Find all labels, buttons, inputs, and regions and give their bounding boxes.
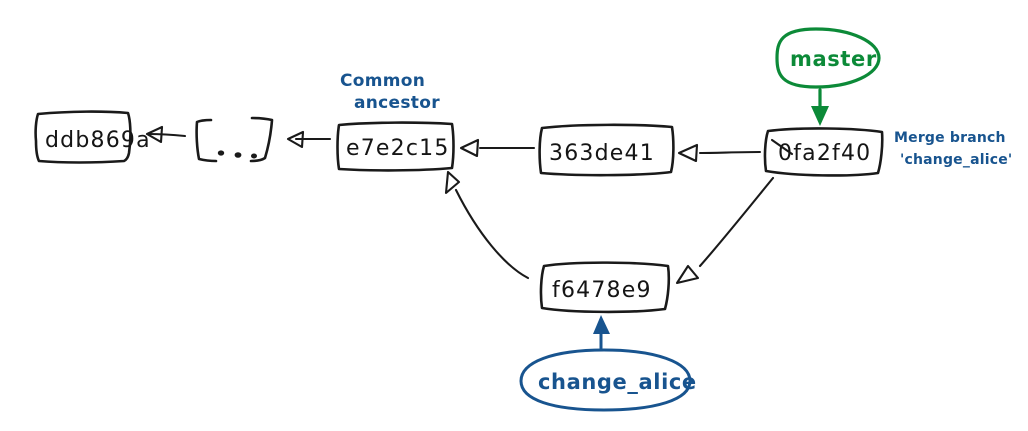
- commit-node-f6478e9[interactable]: f6478e9: [539, 261, 671, 314]
- branch-badge-change-alice[interactable]: change_alice: [519, 315, 697, 412]
- commit-sha-label: e7e2c15: [346, 136, 450, 161]
- edge-line: [698, 150, 762, 155]
- edge-f6478e9-to-e7e2c15: [444, 170, 530, 280]
- annotation-common-ancestor: Common ancestor: [340, 71, 440, 113]
- annotation-merge-message: Merge branch 'change_alice': [894, 130, 1012, 168]
- commit-sha-label: 0fa2f40: [778, 141, 871, 166]
- commit-node-363de41[interactable]: 363de41: [538, 123, 675, 177]
- commit-node-ddb869a[interactable]: ddb869a: [34, 110, 151, 164]
- commit-node-ellipsis: [ ... ]: [195, 116, 274, 163]
- edge-arrowhead: [145, 125, 164, 144]
- edge-arrowhead: [459, 138, 480, 158]
- edge-line: [146, 132, 187, 138]
- edge-arrowhead: [677, 143, 699, 163]
- common-ancestor-line2: ancestor: [354, 93, 440, 113]
- edge-arrowhead: [444, 170, 461, 195]
- commit-box-outline: [539, 261, 671, 314]
- bracket-left: [195, 118, 218, 163]
- change-alice-badge-ellipse: [519, 348, 692, 412]
- change-alice-badge-label: change_alice: [538, 370, 697, 394]
- ellipsis-dot-2: [234, 152, 242, 158]
- ellipsis-dot-1: [217, 150, 225, 156]
- merge-message-line1: Merge branch: [894, 130, 1006, 146]
- commit-sha-label: ddb869a: [45, 128, 151, 153]
- commit-sha-label: 363de41: [549, 141, 655, 166]
- commit-box-outline: [34, 110, 132, 164]
- commit-box-outline: [538, 123, 675, 177]
- commit-node-0fa2f40[interactable]: 0fa2f40: [763, 127, 884, 177]
- commit-box-outline: [336, 121, 455, 172]
- edge-0fa2f40-to-363de41: [677, 143, 762, 163]
- master-badge-label: master: [790, 47, 877, 71]
- zero-slash: [770, 138, 794, 156]
- edge-e7e2c15-to-ellipsis: [286, 130, 332, 149]
- change-alice-arrow-head: [593, 315, 610, 334]
- edge-363de41-to-e7e2c15: [459, 138, 536, 158]
- edge-line: [454, 188, 530, 280]
- edge-0fa2f40-to-f6478e9: [675, 176, 775, 285]
- edge-arrowhead: [286, 130, 305, 149]
- edge-line: [698, 176, 775, 268]
- branch-badge-master[interactable]: master: [775, 27, 881, 126]
- merge-message-line2: 'change_alice': [900, 152, 1012, 168]
- bracket-right: [249, 116, 274, 163]
- master-badge-ellipse: [775, 27, 881, 89]
- edge-arrowhead: [675, 264, 700, 285]
- common-ancestor-line1: Common: [340, 71, 425, 91]
- commit-sha-label: f6478e9: [552, 278, 652, 303]
- edge-ellipsis-to-ddb869a: [145, 125, 187, 144]
- ellipsis-dot-3: [251, 153, 257, 159]
- commit-node-e7e2c15[interactable]: e7e2c15: [336, 121, 455, 172]
- commit-box-outline: [763, 127, 884, 177]
- master-arrow-head: [811, 106, 829, 126]
